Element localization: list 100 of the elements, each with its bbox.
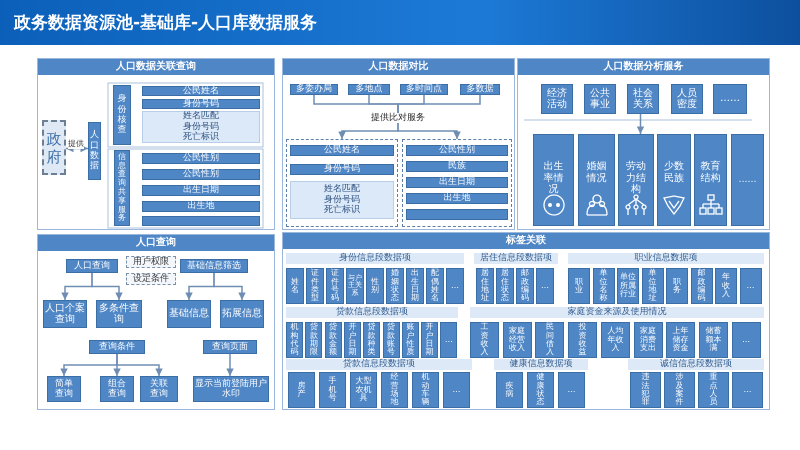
dashed-box: 政府: [42, 120, 66, 175]
dashed-group: [286, 139, 398, 227]
data-cell: …: [558, 372, 585, 408]
box-label: 劳动力结构: [625, 161, 647, 196]
data-cell: 性别: [366, 268, 384, 304]
data-cell: 姓名: [286, 268, 304, 304]
arrow: [116, 354, 163, 376]
arrow: [636, 114, 644, 134]
data-cell: 居住状态: [496, 268, 514, 304]
data-cell: 投资收益: [568, 322, 598, 358]
data-cell: 开户日期: [421, 322, 438, 358]
data-cell: 邮政编码: [516, 268, 534, 304]
page-title: 政务数据资源池-基础库-人口库数据服务: [14, 12, 318, 34]
arrow: [397, 123, 461, 139]
arrow: [66, 144, 88, 152]
data-cell: 贷款金额: [324, 322, 342, 358]
data-cell: 贷款期限: [305, 322, 322, 358]
data-cell: 经营场地: [381, 372, 408, 408]
data-cell: 婚姻状态: [386, 268, 404, 304]
data-cell: 居住地址: [476, 268, 494, 304]
data-cell: 年收入: [715, 268, 737, 304]
section-band: 健康信息数据项: [494, 359, 588, 370]
data-cell: …: [443, 372, 470, 408]
data-cell: 账户性质: [402, 322, 419, 358]
card: [618, 134, 654, 226]
label-box: 出生日期: [142, 185, 260, 196]
label-box: 多地点: [348, 84, 390, 95]
card: [694, 134, 727, 226]
panel-heading: 标签关联: [283, 233, 769, 249]
data-cell: …: [536, 268, 554, 304]
data-cell: 单位所属行业: [617, 268, 639, 304]
section-band: 居住信息段数据项: [474, 253, 558, 264]
label-box: 出生地: [142, 201, 260, 212]
section-band: 贷款信息段数据项: [286, 359, 472, 370]
panel-heading: 人口数据对比: [283, 59, 514, 75]
data-cell: 机构代码: [286, 322, 303, 358]
section-band: 诚信信息段数据项: [628, 359, 764, 370]
data-cell: …: [740, 268, 762, 304]
label-box: 社会关系: [627, 84, 659, 114]
label-box: 基础信息筛选: [180, 259, 248, 273]
label-box: 多数据: [460, 84, 500, 95]
data-cell: 开户日期: [344, 322, 361, 358]
data-cell: 健康状态: [527, 372, 554, 408]
empty-bar: [406, 209, 508, 220]
label-box: ……: [731, 134, 764, 226]
panel: [37, 58, 275, 230]
label-box: 公民性别: [406, 145, 508, 156]
edge-label: 提供: [68, 138, 84, 148]
data-cell: 出生日期: [406, 268, 424, 304]
label-box: 组合查询: [100, 376, 134, 402]
data-cell: 单位地址: [642, 268, 664, 304]
label-box: 公民姓名: [290, 145, 394, 156]
data-cell: 涉及案件: [664, 372, 695, 408]
box-label: 出生率情况: [542, 161, 564, 196]
panel-heading: 人口数据分析服务: [518, 59, 769, 75]
label-box: 简单查询: [47, 376, 81, 402]
label-box: 经济活动: [541, 84, 573, 114]
label-box: 查询页面: [203, 340, 257, 354]
card: [578, 134, 615, 226]
label-box: 出生日期: [406, 177, 508, 188]
label-box: 身份号码: [290, 164, 394, 175]
panel: [37, 234, 275, 410]
connector-line: [397, 95, 481, 113]
label-box: 人口个案查询: [43, 300, 87, 328]
label-box: ……: [713, 84, 747, 114]
data-cell: 职务: [666, 268, 688, 304]
box-label: 婚姻情况: [586, 161, 608, 184]
data-cell: 民间借入: [535, 322, 564, 358]
label-box: 信息查询共享服务: [114, 150, 130, 226]
card: [533, 134, 574, 226]
data-cell: 房产: [288, 372, 315, 408]
data-cell: …: [446, 268, 464, 304]
section-band: 贷款信息段数据项: [286, 307, 458, 318]
data-cell: 违法犯罪: [630, 372, 661, 408]
data-cell: 重点人员: [698, 372, 729, 408]
data-cell: 单位名称: [592, 268, 614, 304]
label-box: 公共事业: [584, 84, 616, 114]
label-box: 公民姓名: [142, 86, 260, 96]
data-cell: 职业: [568, 268, 590, 304]
label-box: 人口数据: [88, 122, 101, 180]
dashed-group: [402, 139, 512, 227]
panel: [282, 232, 770, 410]
panel-heading: 人口查询: [38, 235, 274, 251]
data-cell: 大型农机具: [350, 372, 377, 408]
data-cell: 贷款种类: [363, 322, 380, 358]
label-box: 公民性别: [142, 169, 260, 180]
label-box: 出生地: [406, 193, 508, 204]
section-band: 职业信息数据项: [568, 253, 764, 264]
arrow: [91, 273, 123, 300]
label-box: 关联查询: [140, 376, 178, 402]
section-band: 身份信息段数据项: [286, 253, 464, 264]
label-box: 查询条件: [89, 340, 145, 354]
data-cell: 工资收入: [470, 322, 499, 358]
data-cell: 证件号码: [326, 268, 344, 304]
box-label: 少数民族: [663, 161, 685, 184]
section-band: 家庭资金来源及使用情况: [470, 307, 764, 318]
label-box: 身份核查: [113, 85, 131, 145]
data-cell: 手机号: [319, 372, 346, 408]
label-box: 身份号码: [142, 99, 260, 109]
data-cell: 家庭消费支出: [634, 322, 662, 358]
